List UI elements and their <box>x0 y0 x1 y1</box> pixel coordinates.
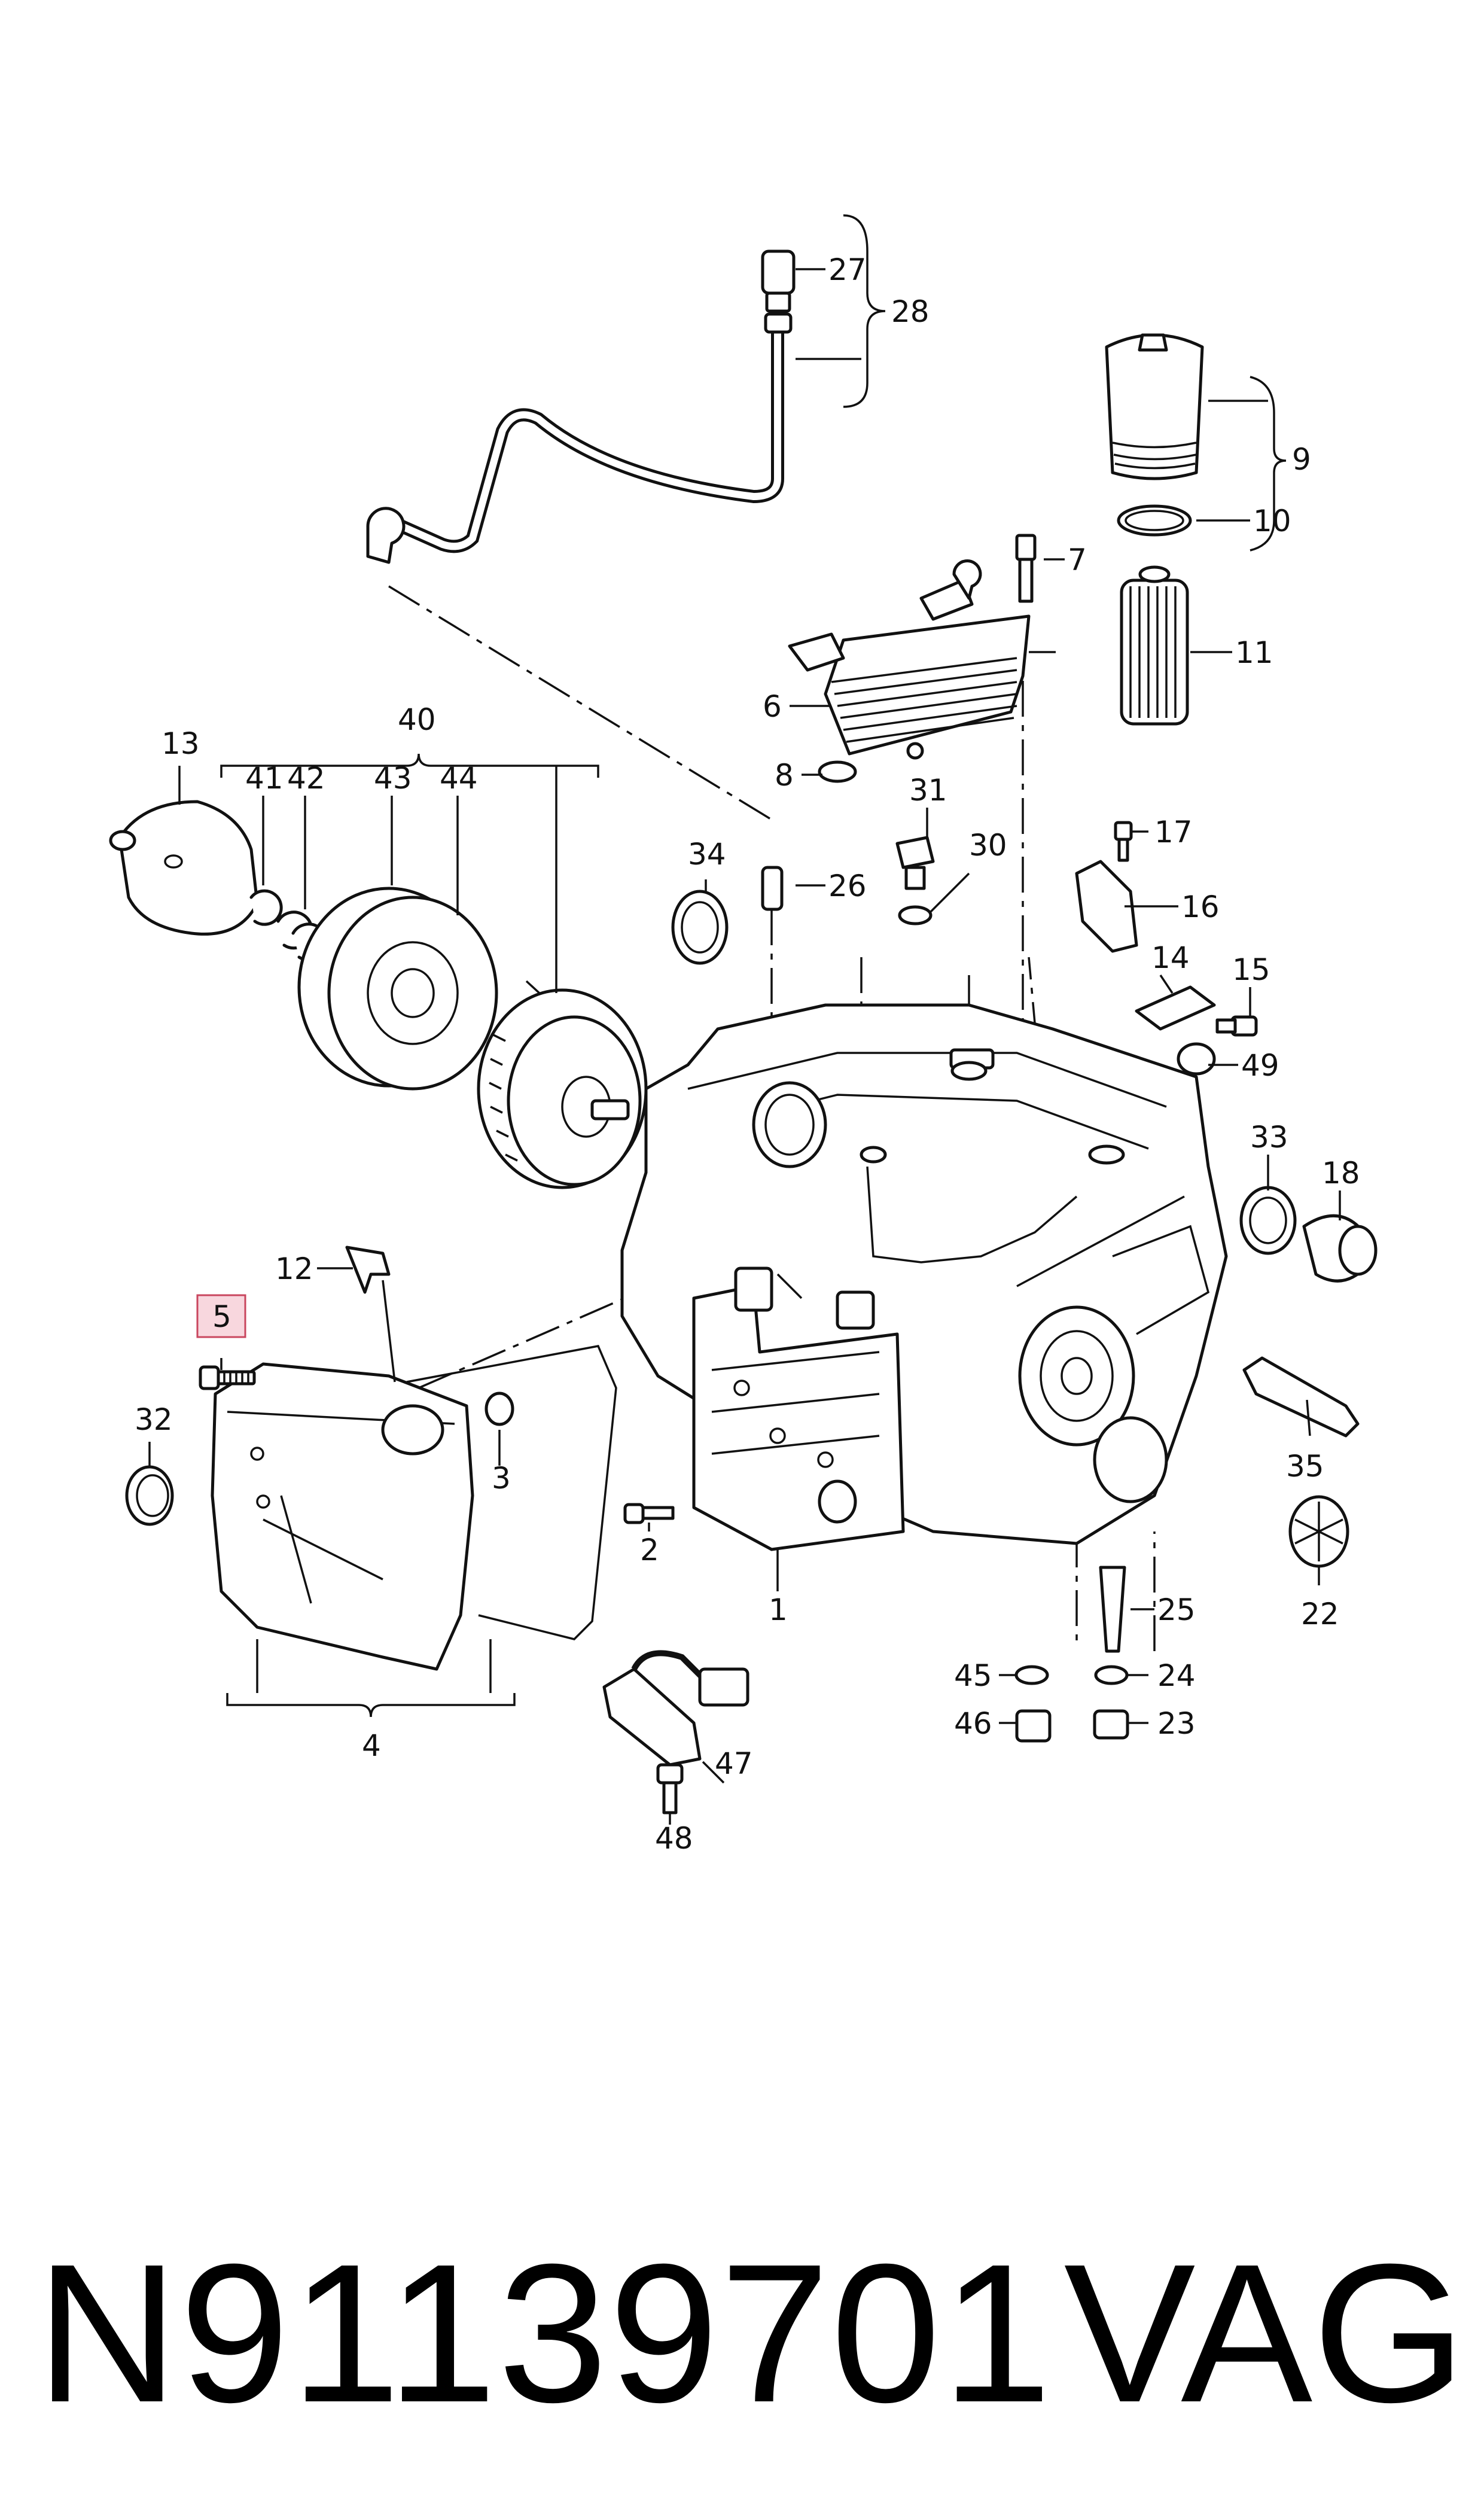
callout-31: 31 <box>909 773 947 808</box>
callout-13: 13 <box>161 726 200 761</box>
callout-42: 42 <box>287 761 325 796</box>
callout-44: 44 <box>440 761 478 796</box>
alignment-lines <box>388 585 1156 1651</box>
mechatronic-unit <box>692 1266 905 1551</box>
callout-34: 34 <box>688 837 726 872</box>
callout-labels: 27 28 9 10 7 11 6 8 13 40 41 42 43 44 31… <box>135 252 1360 1856</box>
callout-11: 11 <box>1235 635 1273 670</box>
small-parts <box>125 821 1378 1814</box>
callout-28: 28 <box>891 294 930 329</box>
callout-2: 2 <box>640 1533 659 1567</box>
callout-27: 27 <box>828 252 867 287</box>
callout-10: 10 <box>1253 504 1291 538</box>
callout-22: 22 <box>1301 1597 1339 1631</box>
callout-17: 17 <box>1154 815 1193 850</box>
callout-46: 46 <box>954 1706 992 1741</box>
part-number: N91139701 <box>36 2222 1053 2443</box>
callout-48: 48 <box>655 1821 693 1856</box>
callout-3: 3 <box>492 1461 511 1496</box>
callout-7: 7 <box>1068 543 1087 577</box>
callout-24: 24 <box>1157 1658 1196 1693</box>
callout-9: 9 <box>1292 442 1311 477</box>
brand-name: VAG <box>1064 2222 1466 2443</box>
callout-23: 23 <box>1157 1706 1196 1741</box>
callout-26: 26 <box>828 869 867 903</box>
callout-35: 35 <box>1286 1449 1324 1484</box>
callout-14: 14 <box>1151 940 1190 975</box>
callout-1: 1 <box>769 1593 788 1627</box>
callout-40: 40 <box>398 702 436 737</box>
callout-25: 25 <box>1157 1593 1196 1627</box>
callout-49: 49 <box>1241 1048 1279 1083</box>
callout-47: 47 <box>715 1746 753 1781</box>
oil-filter <box>1105 333 1204 726</box>
callout-12: 12 <box>275 1252 313 1286</box>
callout-18: 18 <box>1322 1156 1360 1191</box>
callout-15: 15 <box>1232 952 1270 987</box>
leader-lines <box>148 214 1341 1825</box>
sensor-line-assembly <box>366 249 796 564</box>
oil-pan <box>211 1246 617 1671</box>
oil-cooler <box>788 534 1037 783</box>
callout-43: 43 <box>374 761 412 796</box>
callout-30: 30 <box>969 828 1007 863</box>
highlighted-part-marker <box>196 1294 246 1338</box>
callout-4: 4 <box>362 1728 381 1763</box>
callout-41: 41 <box>245 761 284 796</box>
callout-33: 33 <box>1250 1120 1288 1155</box>
callout-8: 8 <box>775 758 794 793</box>
callout-6: 6 <box>763 689 782 724</box>
callout-16: 16 <box>1181 890 1220 924</box>
callout-32: 32 <box>135 1402 173 1437</box>
callout-5: 5 <box>212 1299 231 1334</box>
exploded-parts-diagram: 27 28 9 10 7 11 6 8 13 40 41 42 43 44 31… <box>109 214 1378 1856</box>
callout-45: 45 <box>954 1658 992 1693</box>
clutch-assembly <box>109 800 648 1189</box>
